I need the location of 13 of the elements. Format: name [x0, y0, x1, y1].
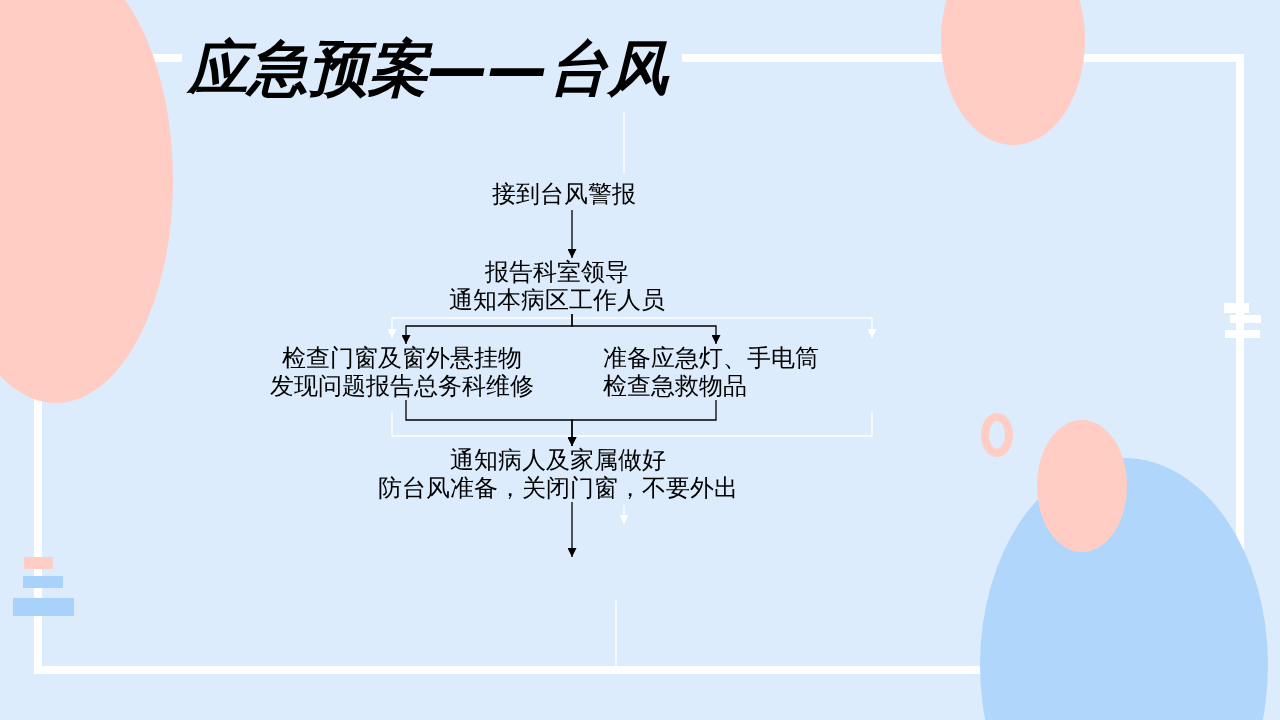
step-text: 接到台风警报: [480, 180, 648, 210]
flow-arrow: [567, 501, 577, 558]
slide-title: 应急预案——台风: [188, 34, 668, 102]
flow-arrow: [567, 209, 577, 259]
step-text: 检查急救物品: [603, 372, 748, 400]
step-text: 准备应急灯、手电筒: [603, 344, 820, 372]
step-text: 通知病人及家属做好防台风准备，关闭门窗，不要外出: [372, 446, 744, 502]
flow-arrow: [571, 313, 721, 345]
step-text: 发现问题报告总务科维修: [269, 372, 535, 400]
step-text: 通知本病区工作人员: [448, 286, 666, 314]
step-text: 报告科室领导: [484, 258, 630, 286]
step-text: 检查门窗及窗外悬挂物: [281, 344, 523, 372]
flow-arrow: [567, 399, 717, 447]
